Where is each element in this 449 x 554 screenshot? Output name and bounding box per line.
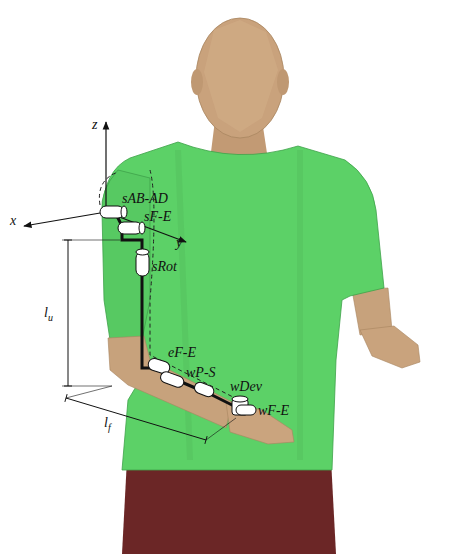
axis-label: z	[92, 118, 97, 132]
axis-label: x	[10, 214, 16, 228]
dimension-line	[66, 398, 206, 440]
axis-label: y	[176, 236, 182, 250]
dimension-line	[68, 240, 69, 386]
z-axis	[105, 122, 106, 212]
hand	[226, 402, 294, 444]
dimension-label: lu	[44, 306, 53, 323]
head	[196, 18, 284, 138]
joint-label: wF-E	[258, 404, 289, 418]
joint-label: wP-S	[186, 366, 216, 380]
forearm	[108, 336, 232, 428]
hand	[360, 326, 420, 368]
kinematic-link	[116, 214, 250, 413]
joint-label: sF-E	[144, 210, 171, 224]
joint-label: sRot	[152, 260, 177, 274]
joint-label: eF-E	[168, 346, 196, 360]
joint-label: wDev	[230, 380, 262, 394]
joint-label: sAB-AD	[122, 192, 168, 206]
dimension-label: lf	[104, 416, 111, 433]
x-axis	[24, 212, 106, 226]
shirt	[102, 142, 384, 470]
